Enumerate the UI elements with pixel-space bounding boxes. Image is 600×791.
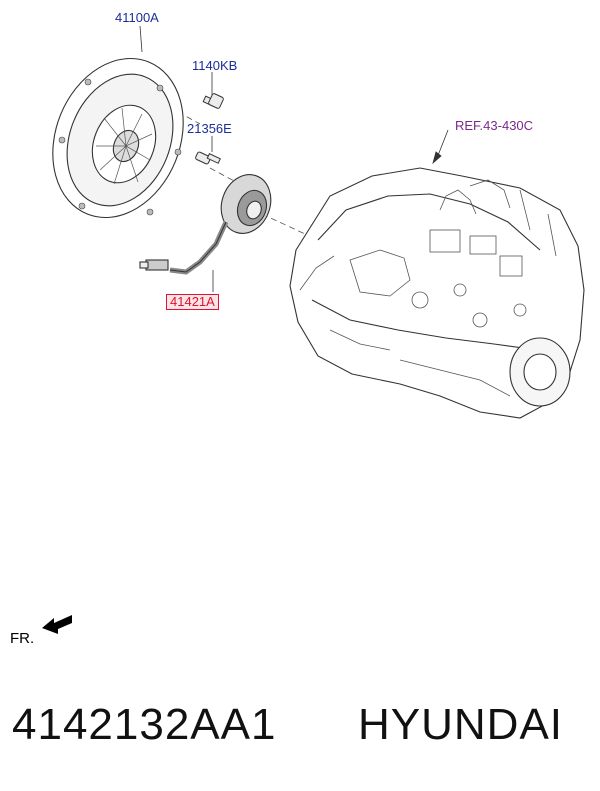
transaxle-drawing (289, 167, 585, 419)
callout-transaxle-ref: REF.43-430C (455, 118, 534, 133)
leader-lines (139, 25, 449, 292)
callout-clutch-cover: 41100A (115, 10, 159, 25)
release-cylinder-drawing (139, 174, 272, 275)
footer: 4142132AA1 HYUNDAI (0, 700, 600, 760)
clutch-cover-drawing (52, 57, 184, 219)
brand-name: HYUNDAI (358, 700, 564, 749)
bolt-1140kb-drawing (202, 93, 224, 109)
callout-release-cylinder[interactable]: 41421A (166, 294, 219, 310)
front-orientation-label: FR. (10, 630, 35, 647)
exploded-parts-diagram (52, 25, 585, 419)
callout-bolt-2: 21356E (187, 121, 232, 136)
part-number: 4142132AA1 (12, 700, 277, 749)
callout-bolt: 1140KB (192, 58, 238, 73)
front-arrow-icon (42, 615, 72, 634)
bolt-21356e-drawing (195, 151, 221, 165)
